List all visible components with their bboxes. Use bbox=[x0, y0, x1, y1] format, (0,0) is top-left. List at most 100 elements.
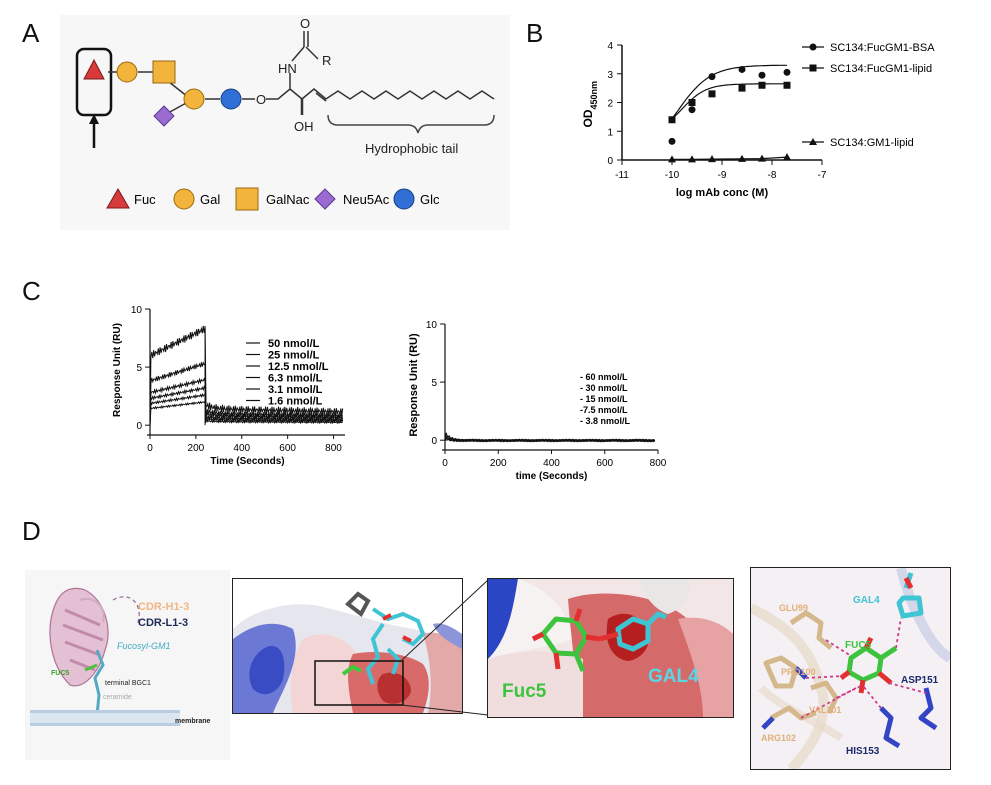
legend-label: SC134:FucGM1-lipid bbox=[830, 63, 932, 75]
glc-circle-icon bbox=[220, 88, 242, 110]
y-axis-title: Response Unit (RU) bbox=[408, 333, 420, 437]
legend-label: SC134:FucGM1-BSA bbox=[830, 42, 935, 54]
y-tick-label: 1 bbox=[607, 127, 613, 138]
sensorgram-curve bbox=[444, 438, 656, 443]
binding-site-detail-view: GLU99 GAL4 FUC5 PRO100 VAL101 ARG102 ASP… bbox=[750, 567, 951, 770]
galnac-legend-icon bbox=[235, 187, 259, 211]
cdr-h-label: CDR-H1-3 bbox=[138, 601, 189, 613]
hydrophobic-tail-label: Hydrophobic tail bbox=[365, 141, 458, 156]
data-point bbox=[688, 99, 696, 106]
o-link-label: O bbox=[256, 92, 266, 107]
legend-label: SC134:GM1-lipid bbox=[830, 137, 914, 149]
o-carbonyl-label: O bbox=[300, 16, 310, 31]
x-tick-label: -10 bbox=[665, 170, 680, 181]
data-point bbox=[783, 81, 791, 89]
data-point bbox=[738, 65, 746, 73]
legend-label: -7.5 nmol/L bbox=[580, 405, 628, 415]
glc-legend-icon bbox=[393, 188, 415, 210]
hn-label: HN bbox=[278, 61, 297, 76]
fucosyl-gm1-label: Fucosyl-GM1 bbox=[117, 641, 171, 651]
membrane-bilayer bbox=[30, 710, 180, 726]
data-point bbox=[758, 154, 766, 162]
x-axis-title: log mAb conc (M) bbox=[676, 187, 769, 199]
sensorgram-curve bbox=[149, 361, 344, 424]
y-axis-subscript: 450nm bbox=[589, 81, 599, 110]
data-point bbox=[708, 155, 716, 163]
x-tick-label: 400 bbox=[543, 458, 560, 469]
x-axis-title: time (Seconds) bbox=[516, 471, 588, 482]
glu99-label: GLU99 bbox=[779, 603, 808, 613]
data-point bbox=[708, 73, 716, 81]
legend-marker bbox=[809, 138, 817, 145]
antibody-membrane-cartoon: CDR-H1-3 CDR-L1-3 Fucosyl-GM1 FUC5 termi… bbox=[25, 570, 230, 760]
x-tick-label: -9 bbox=[718, 170, 727, 181]
y-tick-label: 5 bbox=[136, 363, 142, 374]
y-tick-label: 0 bbox=[607, 156, 613, 167]
y-tick-label: 10 bbox=[426, 320, 438, 331]
asp151-label: ASP151 bbox=[901, 675, 939, 686]
x-tick-label: 200 bbox=[490, 458, 507, 469]
legend-marker bbox=[809, 43, 817, 51]
x-axis-title: Time (Seconds) bbox=[210, 456, 284, 467]
his153-label: HIS153 bbox=[846, 746, 880, 757]
x-tick-label: 600 bbox=[279, 443, 296, 454]
neu5ac-legend-icon bbox=[314, 188, 336, 210]
glycan-structure-diagram: O HN O R OH Hydrophobic tail Fuc Gal Gal… bbox=[60, 15, 510, 230]
data-point bbox=[783, 68, 791, 76]
oh-label: OH bbox=[294, 119, 314, 134]
data-point bbox=[738, 84, 746, 92]
legend-label: 1.6 nmol/L bbox=[268, 396, 323, 408]
data-point bbox=[738, 154, 746, 162]
legend-label-fuc: Fuc bbox=[134, 192, 156, 207]
gal-legend-icon bbox=[173, 188, 195, 210]
fuc5-zoom-label: Fuc5 bbox=[502, 681, 547, 702]
sensorgram-curve bbox=[444, 436, 656, 443]
neu5ac-diamond-icon bbox=[153, 105, 175, 127]
gal4-label: GAL4 bbox=[853, 595, 880, 606]
data-point bbox=[688, 155, 696, 163]
legend-label: - 3.8 nmol/L bbox=[580, 416, 631, 426]
x-tick-label: -8 bbox=[768, 170, 777, 181]
ceramide-label: ceramide bbox=[103, 694, 132, 701]
data-point bbox=[668, 116, 676, 124]
y-tick-label: 2 bbox=[607, 99, 613, 110]
legend-label-glc: Glc bbox=[420, 192, 440, 207]
legend-label-gal: Gal bbox=[200, 192, 220, 207]
data-point bbox=[758, 81, 766, 89]
fuc5-label: FUC5 bbox=[845, 640, 872, 651]
legend-label: 25 nmol/L bbox=[268, 350, 320, 362]
y-tick-label: 3 bbox=[607, 70, 613, 81]
x-tick-label: 200 bbox=[188, 443, 205, 454]
y-axis-title: OD450nm bbox=[581, 81, 599, 128]
sensorgram-curve bbox=[149, 399, 344, 427]
arg102-label: ARG102 bbox=[761, 733, 796, 743]
legend-marker bbox=[809, 64, 817, 72]
fit-curve bbox=[671, 64, 787, 120]
x-tick-label: -11 bbox=[615, 170, 629, 181]
fuc5-small-label: FUC5 bbox=[51, 670, 69, 677]
series-line bbox=[672, 156, 788, 160]
fuc-legend-icon bbox=[106, 188, 130, 209]
glycan-legend: Fuc Gal GalNac Neu5Ac Glc bbox=[106, 187, 440, 211]
val101-label: VAL101 bbox=[809, 705, 841, 715]
surface-overview-view bbox=[232, 578, 463, 714]
data-point bbox=[758, 71, 766, 79]
legend-label: 50 nmol/L bbox=[268, 338, 320, 350]
y-tick-label: 5 bbox=[431, 378, 437, 389]
data-point bbox=[688, 106, 696, 114]
sensorgram-curve bbox=[149, 377, 344, 424]
y-axis-title: Response Unit (RU) bbox=[112, 323, 123, 417]
fuc-triangle-icon bbox=[83, 58, 105, 80]
gal-circle-icon bbox=[183, 88, 205, 110]
x-tick-label: -7 bbox=[818, 170, 827, 181]
x-tick-label: 0 bbox=[147, 443, 153, 454]
x-tick-label: 0 bbox=[442, 458, 448, 469]
gal4-zoom-label: GAL4 bbox=[648, 666, 699, 687]
panel-letter-c: C bbox=[22, 276, 41, 306]
gal-circle-icon bbox=[116, 61, 138, 83]
membrane-label: membrane bbox=[175, 718, 211, 725]
data-point bbox=[708, 90, 716, 98]
